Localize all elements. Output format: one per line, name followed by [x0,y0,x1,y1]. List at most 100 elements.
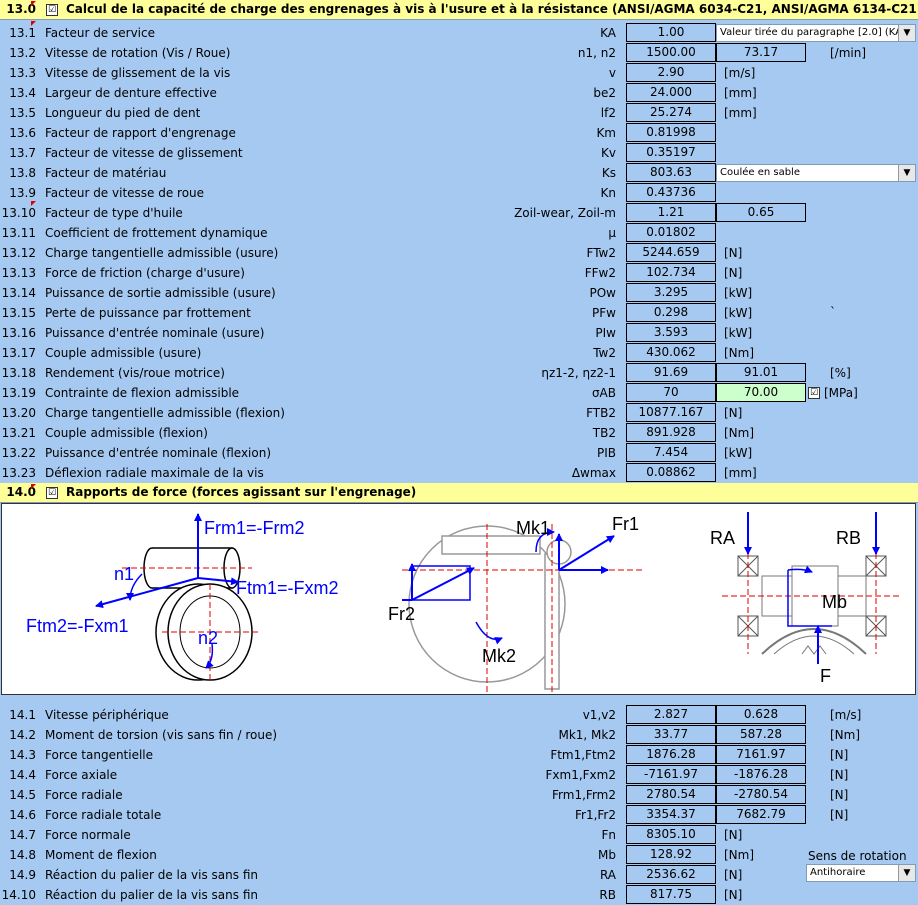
param-value[interactable]: 1.21 [626,203,716,222]
param-number: 13.22 [1,446,36,460]
param-value[interactable]: 0.43736 [626,183,716,202]
param-number: 13.16 [1,326,36,340]
param-symbol: Ftm1,Ftm2 [550,748,616,762]
param-number: 14.6 [9,808,36,822]
param-label: Vitesse de glissement de la vis [45,66,231,80]
param-label: Réaction du palier de la vis sans fin [45,868,258,882]
param-symbol: Km [596,126,616,140]
param-value[interactable]: 91.69 [626,363,716,382]
sigma-override-checkbox[interactable]: ☑ [808,387,820,399]
param-unit: [kW] [724,306,753,320]
param-value[interactable]: 2536.62 [626,865,716,884]
param-value[interactable]: 891.928 [626,423,716,442]
param-value[interactable]: 803.63 [626,163,716,182]
param-symbol: Fxm1,Fxm2 [545,768,616,782]
param-value[interactable]: 0.298 [626,303,716,322]
param-value[interactable]: 128.92 [626,845,716,864]
material-select[interactable]: Coulée en sable ▼ [716,164,916,182]
param-value-2[interactable]: 0.65 [716,203,806,222]
param-number: 13.2 [9,46,36,60]
param-number: 13.5 [9,106,36,120]
param-number: 13.6 [9,126,36,140]
param-value-2[interactable]: -1876.28 [716,765,806,784]
wheel-side-sketch: Mk1 Fr1 Fr2 Mk2 [388,514,642,692]
param-unit: [N] [724,888,743,902]
param-unit: [N] [830,748,849,762]
param-value[interactable]: 3354.37 [626,805,716,824]
param-value[interactable]: 2.90 [626,63,716,82]
param-symbol: v [608,66,616,80]
param-value-2[interactable]: 7161.97 [716,745,806,764]
param-value[interactable]: 3.593 [626,323,716,342]
param-number: 13.11 [1,226,36,240]
param-value[interactable]: 8305.10 [626,825,716,844]
param-value[interactable]: 1.00 [626,23,716,42]
param-value-2[interactable]: 91.01 [716,363,806,382]
param-number: 13.15 [1,306,36,320]
param-number: 13.12 [1,246,36,260]
param-value[interactable]: 70 [626,383,716,402]
param-unit: [m/s] [724,66,756,80]
param-value[interactable]: 2780.54 [626,785,716,804]
chevron-down-icon[interactable]: ▼ [898,25,915,41]
param-value[interactable]: 0.81998 [626,123,716,142]
comment-marker [31,1,36,6]
param-value[interactable]: 430.062 [626,343,716,362]
param-value[interactable]: 817.75 [626,885,716,904]
param-number: 14.8 [9,848,36,862]
chevron-down-icon[interactable]: ▼ [898,165,915,181]
param-value[interactable]: 1876.28 [626,745,716,764]
ka-select[interactable]: Valeur tirée du paragraphe [2.0] (KA=1. … [716,24,916,42]
param-number: 13.17 [1,346,36,360]
param-value[interactable]: 0.01802 [626,223,716,242]
force-diagram: Frm1=-Frm2 Ftm1=-Fxm2 Ftm2=-Fxm1 n1 n2 M… [1,503,916,695]
section-title: Calcul de la capacité de charge des engr… [66,2,918,16]
param-value[interactable]: 10877.167 [626,403,716,422]
param-value[interactable]: 0.35197 [626,143,716,162]
rb-label: RB [836,528,861,548]
param-symbol: PIw [595,326,616,340]
param-value-2[interactable]: -2780.54 [716,785,806,804]
param-symbol: KA [600,26,616,40]
rotation-select[interactable]: Antihoraire ▼ [806,864,916,882]
param-value-2[interactable]: 70.00 [716,383,806,402]
param-label: Contrainte de flexion admissible [45,386,240,400]
rotation-select-value: Antihoraire [810,867,866,878]
section-14-header: 14.0 ☑ Rapports de force (forces agissan… [0,483,918,503]
param-symbol: Kv [601,146,616,160]
param-value[interactable]: 1500.00 [626,43,716,62]
param-symbol: Mk1, Mk2 [558,728,616,742]
param-symbol: be2 [593,86,616,100]
param-value-2[interactable]: 73.17 [716,43,806,62]
section-14-checkbox[interactable]: ☑ [46,487,58,499]
param-value[interactable]: 0.08862 [626,463,716,482]
param-value[interactable]: -7161.97 [626,765,716,784]
ka-select-value: Valeur tirée du paragraphe [2.0] (KA=1. [720,27,916,38]
param-value-2[interactable]: 587.28 [716,725,806,744]
param-value-2[interactable]: 0.628 [716,705,806,724]
param-value-2[interactable]: 7682.79 [716,805,806,824]
param-value[interactable]: 25.274 [626,103,716,122]
param-value[interactable]: 24.000 [626,83,716,102]
param-value[interactable]: 7.454 [626,443,716,462]
chevron-down-icon[interactable]: ▼ [898,865,915,881]
param-unit: [kW] [724,446,753,460]
param-value[interactable]: 3.295 [626,283,716,302]
param-symbol: Ks [601,166,616,180]
frm-label: Frm1=-Frm2 [204,518,305,538]
param-value[interactable]: 33.77 [626,725,716,744]
param-label: Facteur de vitesse de glissement [45,146,243,160]
param-symbol: FTw2 [586,246,616,260]
param-number: 14.4 [9,768,36,782]
param-symbol: Kn [600,186,616,200]
param-value[interactable]: 5244.659 [626,243,716,262]
param-value[interactable]: 102.734 [626,263,716,282]
param-value[interactable]: 2.827 [626,705,716,724]
section-13-checkbox[interactable]: ☑ [46,4,58,16]
